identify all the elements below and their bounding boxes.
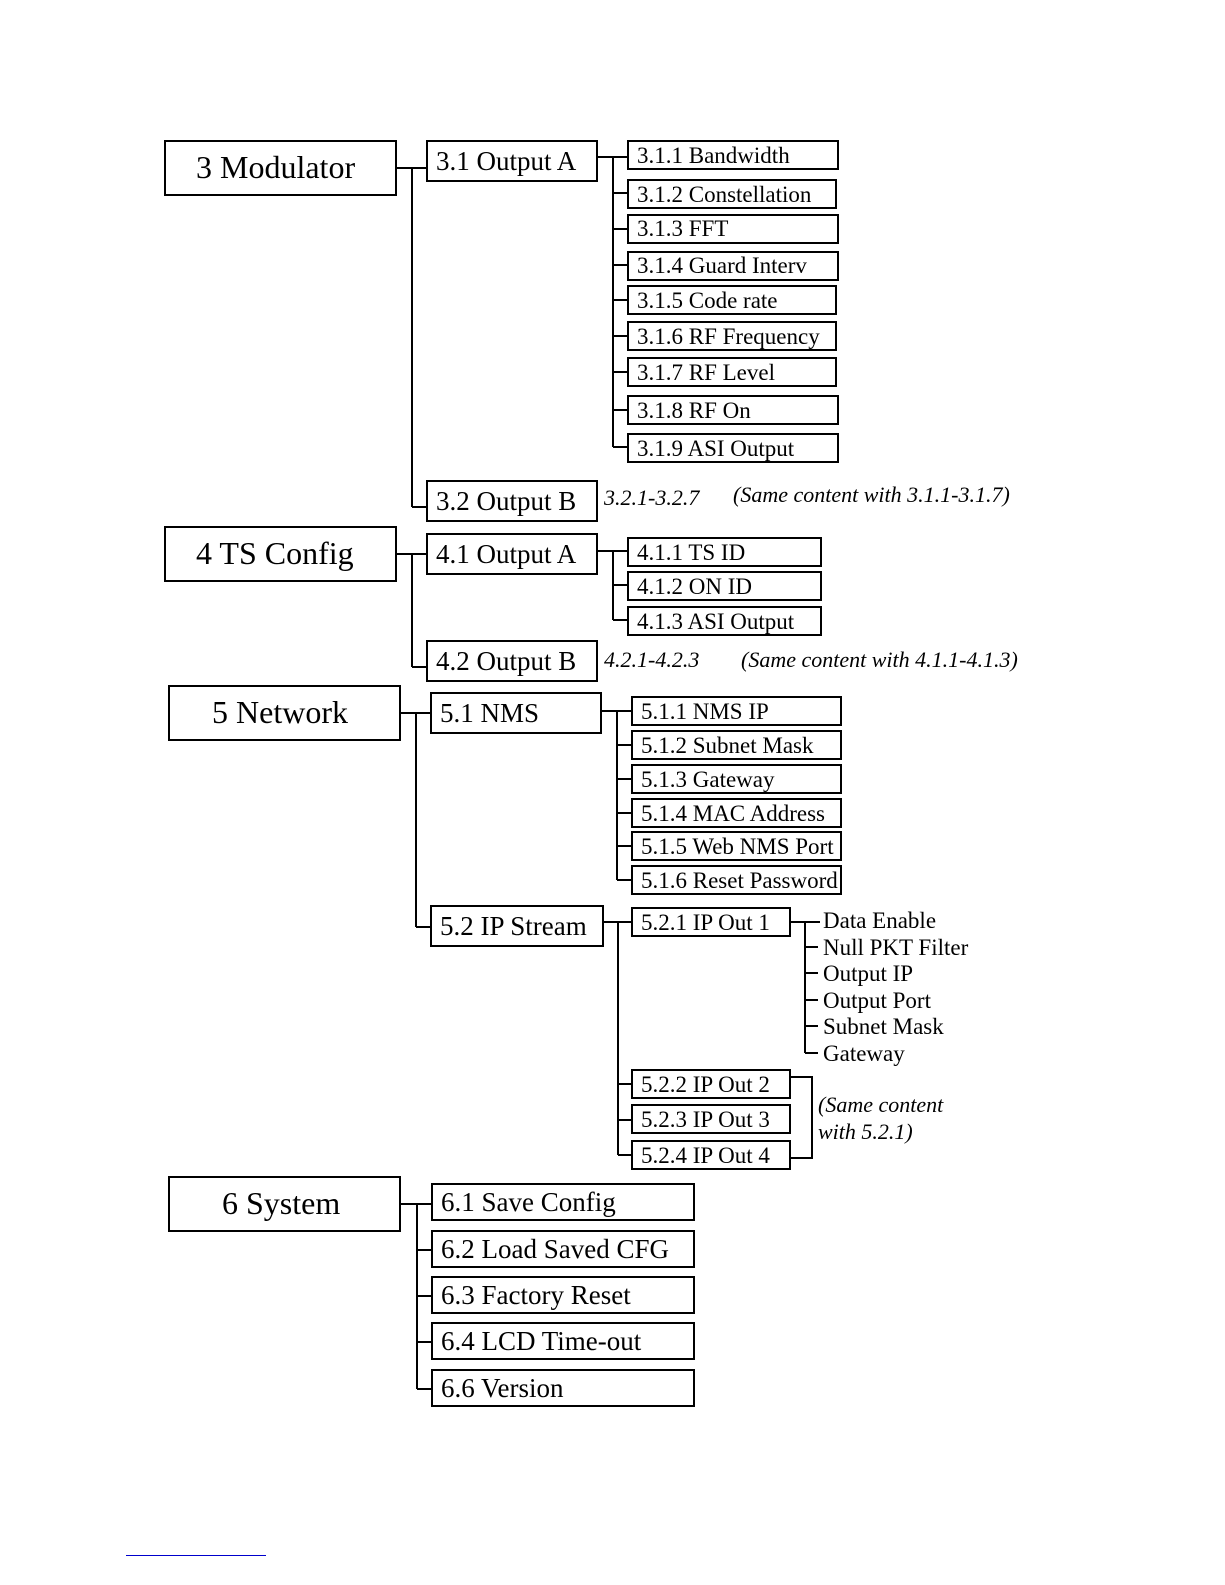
- system-section: 6 System 6.1 Save Config 6.2 Load Saved …: [168, 1176, 695, 1407]
- ip-out-note-line1: (Same content: [818, 1092, 944, 1117]
- menu-item-6-2: [431, 1230, 695, 1268]
- menu-item-3-1-3: [627, 214, 839, 244]
- menu-item-label: 5.2.2 IP Out 2: [641, 1072, 770, 1097]
- ts-config-output-b-note: (Same content with 4.1.1-4.1.3): [741, 647, 1018, 672]
- modulator-box: [164, 140, 397, 196]
- menu-item-label: 3.1.1 Bandwidth: [637, 143, 790, 168]
- menu-item-3-1-5: [627, 285, 837, 315]
- modulator-output-b-range: 3.2.1-3.2.7: [603, 485, 700, 510]
- menu-item-5-2-4: [631, 1140, 791, 1170]
- menu-item-5-2-3: [631, 1104, 791, 1134]
- system-box: [168, 1176, 401, 1232]
- menu-item-label: 3.1.4 Guard Interv: [637, 253, 807, 278]
- ip-out-setting-label: Subnet Mask: [823, 1014, 944, 1039]
- menu-item-5-1-6: [631, 865, 842, 895]
- menu-item-label: 6.6 Version: [441, 1373, 564, 1403]
- menu-item-6-6: [431, 1369, 695, 1407]
- ip-out-setting-label: Output Port: [823, 988, 932, 1013]
- menu-item-5-2-1: [631, 907, 791, 937]
- menu-item-label: 6.3 Factory Reset: [441, 1280, 631, 1310]
- network-ip-stream-label: 5.2 IP Stream: [440, 911, 587, 941]
- menu-item-label: 6.2 Load Saved CFG: [441, 1234, 669, 1264]
- menu-item-label: 5.2.1 IP Out 1: [641, 910, 770, 935]
- menu-item-label: 3.1.9 ASI Output: [637, 436, 795, 461]
- modulator-title: 3 Modulator: [196, 149, 355, 185]
- ts-config-output-b-range: 4.2.1-4.2.3: [604, 647, 699, 672]
- menu-item-label: 6.1 Save Config: [441, 1187, 616, 1217]
- network-title: 5 Network: [212, 694, 348, 730]
- network-ip-stream-box: [430, 905, 604, 947]
- modulator-output-a-label: 3.1 Output A: [436, 146, 577, 176]
- menu-item-label: 3.1.7 RF Level: [637, 360, 775, 385]
- menu-item-label: 3.1.2 Constellation: [637, 182, 812, 207]
- menu-item-label: 3.1.3 FFT: [637, 216, 728, 241]
- menu-item-5-1-1: [631, 696, 842, 726]
- menu-item-3-1-8: [627, 395, 839, 425]
- ts-config-output-b-box: [426, 640, 598, 682]
- ip-out-bracket: [790, 1076, 813, 1159]
- menu-item-label: 3.1.8 RF On: [637, 398, 751, 423]
- footnote-rule: [126, 1555, 266, 1556]
- menu-item-6-3: [431, 1276, 695, 1314]
- ip-out-setting-label: Data Enable: [823, 908, 936, 933]
- menu-item-label: 5.2.3 IP Out 3: [641, 1107, 770, 1132]
- menu-item-label: 5.1.1 NMS IP: [641, 699, 769, 724]
- menu-item-5-2-2: [631, 1069, 791, 1099]
- menu-item-label: 3.1.6 RF Frequency: [637, 324, 820, 349]
- menu-item-5-1-4: [631, 798, 842, 828]
- menu-item-label: 5.1.6 Reset Password: [641, 868, 838, 893]
- menu-item-4-1-3: [627, 606, 822, 636]
- menu-item-3-1-4: [627, 251, 839, 281]
- menu-item-5-1-2: [631, 730, 842, 760]
- menu-item-6-1: [431, 1183, 695, 1221]
- modulator-output-b-box: [426, 480, 598, 522]
- ip-out-setting-label: Output IP: [823, 961, 913, 986]
- menu-item-label: 6.4 LCD Time-out: [441, 1326, 642, 1356]
- menu-item-3-1-9: [627, 433, 839, 463]
- ip-out-note-line2: with 5.2.1): [818, 1119, 913, 1144]
- ip-out-setting-label: Gateway: [823, 1041, 905, 1066]
- ts-config-section: 4 TS Config 4.1 Output A 4.1.1 TS ID 4.1…: [164, 526, 1018, 682]
- ts-config-title: 4 TS Config: [196, 535, 354, 571]
- menu-item-4-1-2: [627, 571, 822, 601]
- menu-item-6-4: [431, 1322, 695, 1360]
- menu-item-label: 5.1.4 MAC Address: [641, 801, 825, 826]
- menu-item-3-1-6: [627, 321, 837, 351]
- system-title: 6 System: [222, 1185, 340, 1221]
- ip-out-setting-label: Null PKT Filter: [823, 935, 969, 960]
- menu-item-label: 4.1.3 ASI Output: [637, 609, 795, 634]
- menu-item-5-1-5: [631, 831, 842, 861]
- menu-item-3-1-7: [627, 357, 837, 387]
- menu-item-3-1-1: [627, 140, 839, 170]
- network-nms-box: [430, 692, 602, 734]
- network-section: 5 Network 5.1 NMS 5.1.1 NMS IP 5.1.2 Sub…: [168, 685, 969, 1170]
- modulator-output-b-label: 3.2 Output B: [436, 486, 576, 516]
- menu-item-4-1-1: [627, 537, 822, 567]
- menu-item-3-1-2: [627, 179, 837, 209]
- ts-config-output-a-box: [426, 533, 598, 575]
- ts-config-output-b-label: 4.2 Output B: [436, 646, 576, 676]
- menu-item-label: 4.1.1 TS ID: [637, 540, 745, 565]
- menu-item-label: 3.1.5 Code rate: [637, 288, 778, 313]
- menu-item-label: 4.1.2 ON ID: [637, 574, 752, 599]
- modulator-section: 3 Modulator 3.1 Output A 3.1.1 Bandwidth…: [164, 140, 1010, 522]
- menu-item-label: 5.1.3 Gateway: [641, 767, 775, 792]
- modulator-output-a-box: [426, 140, 598, 182]
- menu-item-label: 5.1.2 Subnet Mask: [641, 733, 814, 758]
- ts-config-output-a-label: 4.1 Output A: [436, 539, 577, 569]
- menu-item-label: 5.2.4 IP Out 4: [641, 1143, 770, 1168]
- network-nms-label: 5.1 NMS: [440, 698, 539, 728]
- modulator-output-b-note: (Same content with 3.1.1-3.1.7): [733, 482, 1010, 507]
- ts-config-box: [164, 526, 397, 582]
- menu-item-5-1-3: [631, 764, 842, 794]
- menu-item-label: 5.1.5 Web NMS Port: [641, 834, 834, 859]
- network-box: [168, 685, 401, 741]
